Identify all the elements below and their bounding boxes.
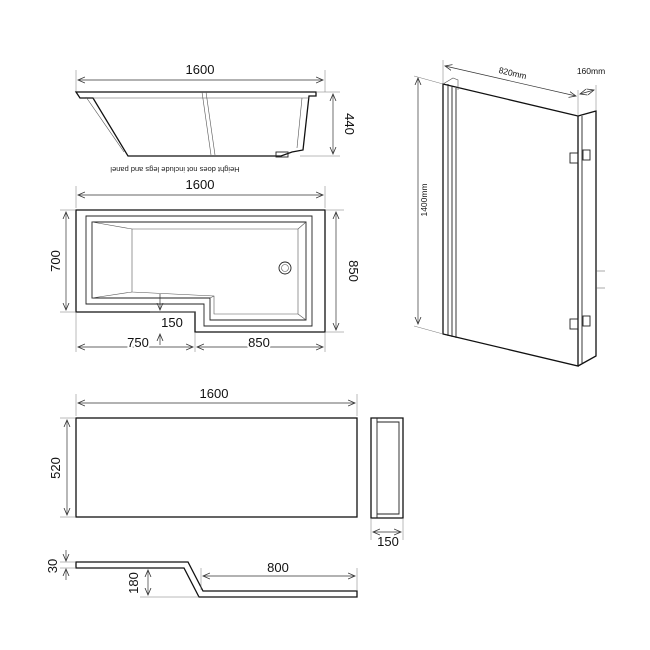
split-right-label: 850	[248, 335, 270, 350]
bath-side-profile	[74, 91, 317, 157]
side-width-label: 1600	[186, 62, 215, 77]
panel-front-outline	[75, 417, 358, 518]
panel-step-label: 180	[126, 572, 141, 594]
split-left-label: 750	[127, 335, 149, 350]
top-depth-left-label: 700	[48, 250, 63, 272]
screen-return-label: 160mm	[577, 66, 605, 76]
side-height-label: 440	[342, 113, 357, 135]
end-depth-label: 150	[377, 534, 399, 549]
panel-length-label: 800	[267, 560, 289, 575]
end-panel-outline	[370, 417, 404, 519]
screen-return-dimension-line	[580, 90, 594, 94]
screen-glass-panel	[442, 83, 579, 367]
front-panel: 1600 520	[48, 386, 358, 518]
shower-screen: 820mm 160mm 1400mm	[413, 60, 605, 367]
screen-return-panel	[577, 110, 597, 367]
height-note: Height does not include legs and panel	[110, 165, 240, 174]
screen-height-label: 1400mm	[419, 183, 429, 216]
hinge-upper	[569, 152, 579, 164]
top-step-label: 150	[161, 315, 183, 330]
bath-side-view: 1600 440 Height does not include legs an…	[74, 62, 357, 174]
top-width-label: 1600	[186, 177, 215, 192]
panel-plan-profile: 30 180 800	[45, 550, 358, 598]
top-depth-right-label: 850	[346, 260, 361, 282]
hinge-lower	[569, 318, 579, 330]
waste-outlet	[278, 261, 292, 275]
bath-top-view: 1600 700 850 150	[48, 177, 361, 352]
screen-width-dimension-line	[445, 66, 576, 96]
panel-height-label: 520	[48, 457, 63, 479]
screen-width-label: 820mm	[498, 65, 528, 81]
panel-width-label: 1600	[200, 386, 229, 401]
end-panel: 150	[370, 417, 404, 549]
panel-profile-outline	[75, 561, 358, 598]
panel-thickness-label: 30	[45, 559, 60, 573]
